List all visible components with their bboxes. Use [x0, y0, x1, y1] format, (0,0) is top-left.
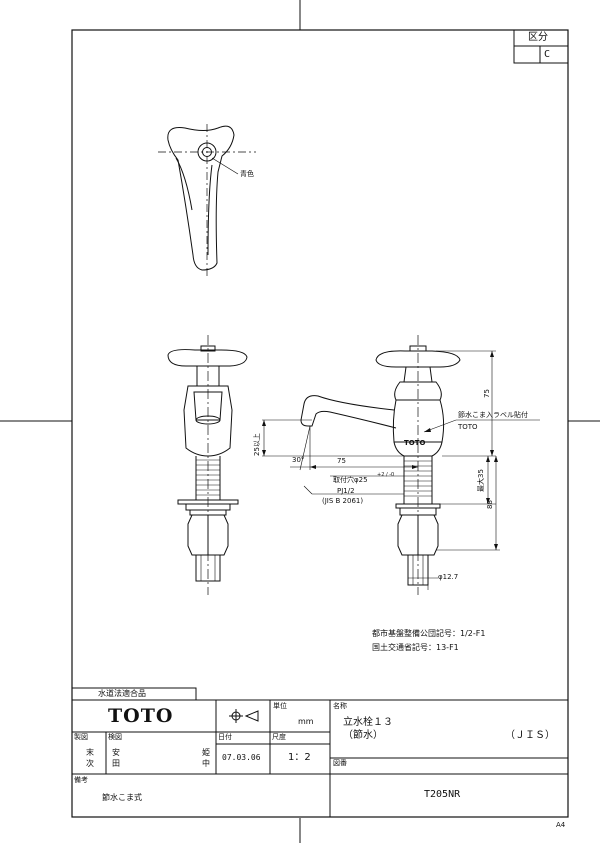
mount-hole-dim: 取付穴φ25 [333, 476, 368, 484]
date-value: 07.03.06 [222, 753, 261, 762]
angle-dim: 30° [292, 456, 305, 464]
drawing-border [71, 29, 569, 818]
product-standard: （ＪＩＳ） [505, 730, 555, 741]
notes-label: 備考 [74, 776, 88, 784]
scale-value: 1：2 [288, 752, 311, 763]
notes-value: 節水こま式 [102, 793, 142, 802]
scale-label: 尺度 [272, 733, 286, 741]
sheet-size: A4 [556, 821, 566, 829]
label-note: 節水こま入ラベル貼付 [458, 411, 528, 419]
product-name: 立水栓１３ [343, 717, 393, 728]
brand-mark-on-body: TOTO [404, 439, 426, 447]
total-length-dim: 88 [486, 500, 494, 509]
mlit-code: 国土交通省記号：13-F1 [372, 643, 459, 652]
maker-name-2: 次 [86, 759, 94, 768]
checker-name-1: 安 [112, 748, 120, 757]
title-block [71, 687, 568, 817]
unit-value: mm [298, 717, 314, 726]
date-label: 日付 [218, 733, 232, 741]
check-label: 検図 [108, 733, 122, 741]
dimension-arrows [262, 351, 498, 550]
drawing-no-label: 図番 [333, 759, 347, 767]
approver-name-1: 姫 [202, 748, 210, 757]
thread-std: (JIS B 2061) [322, 497, 364, 505]
spout-length-dim: 75 [337, 457, 346, 465]
brand-logo: TOTO [108, 705, 174, 727]
cert-label: 水道法適合品 [98, 689, 146, 698]
color-callout: 青色 [240, 170, 254, 178]
drawing-number: T205NR [424, 789, 461, 800]
thread-dim: PJ1/2 [337, 487, 355, 495]
max-depth-dim: 最大35 [477, 469, 485, 492]
class-header: 区分 [528, 32, 548, 43]
mount-hole-tol: +2 / -0 [377, 472, 395, 478]
spout-clearance-dim: 25以上 [253, 433, 261, 456]
faucet-front-view [167, 335, 248, 595]
handle-top-view [158, 124, 256, 276]
brand-mark-note: TOTO [458, 423, 478, 431]
product-subname: （節水） [343, 730, 383, 741]
unit-label: 単位 [273, 702, 287, 710]
made-label: 製図 [74, 733, 88, 741]
class-value: C [544, 49, 551, 60]
checker-name-2: 田 [112, 759, 120, 768]
pipe-diameter-dim: φ12.7 [438, 573, 459, 581]
ur-code: 都市基盤整備公団記号：1/2-F1 [372, 629, 486, 638]
maker-name-1: 末 [86, 748, 94, 757]
faucet-side-view [300, 335, 461, 595]
height-dim: 75 [483, 389, 491, 398]
dimension-lines [262, 350, 540, 590]
name-label: 名称 [333, 702, 347, 710]
approver-name-2: 中 [202, 759, 210, 768]
